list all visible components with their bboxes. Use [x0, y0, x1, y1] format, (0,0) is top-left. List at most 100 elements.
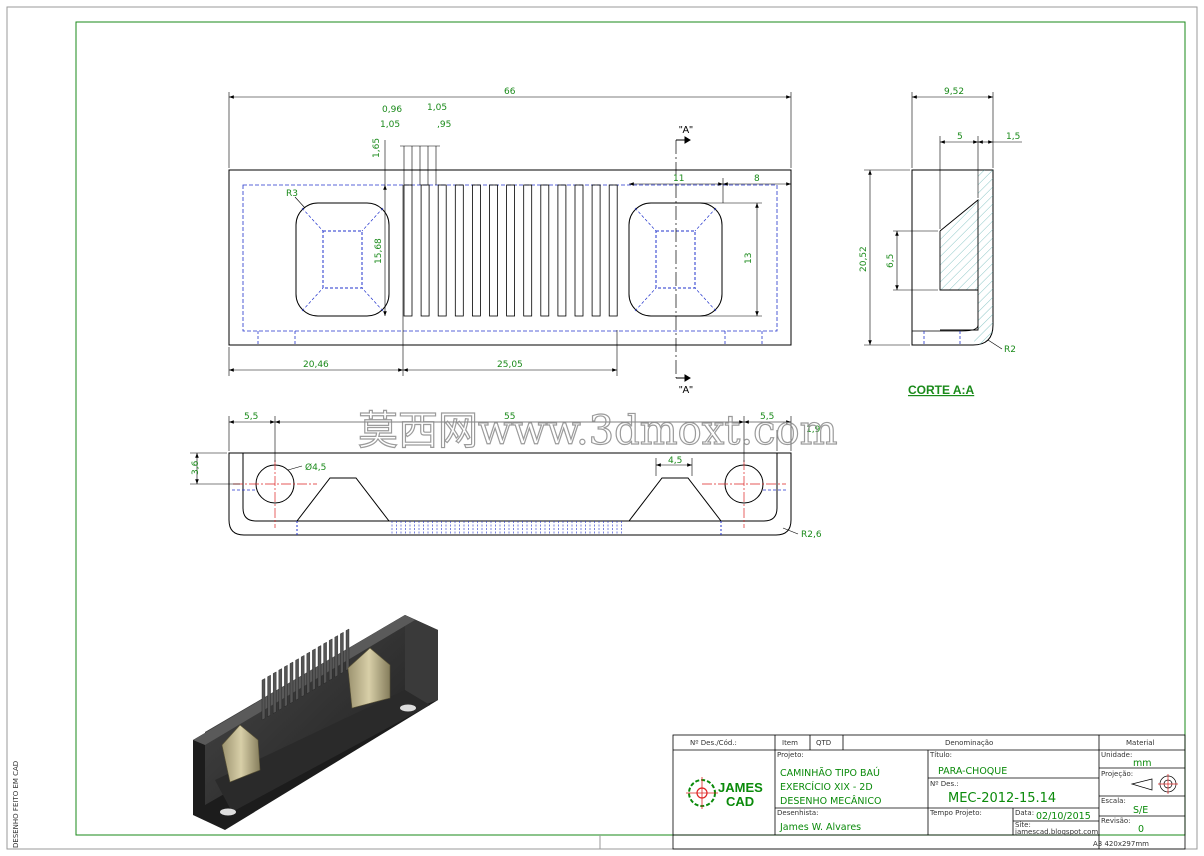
front-view: "A" "A" 66 0,96 1,05 1,05 ,95 1,65 [228, 87, 792, 396]
right-pocket-corner-lines [634, 207, 717, 312]
tb-site: jamescad.blogspot.com [1014, 828, 1098, 836]
dim-slot-width-b: 1,05 [427, 103, 447, 113]
rib-slot [403, 184, 413, 317]
inner-frame [75, 21, 1186, 836]
top-dimensions [190, 416, 799, 535]
tb-site-label: Site: [1015, 821, 1031, 829]
model-rib [323, 641, 327, 685]
model-rib [306, 651, 310, 694]
model-ribs [261, 628, 350, 721]
tb-revisao: 0 [1138, 824, 1144, 835]
dim-overall-length: 66 [504, 87, 516, 97]
model-rib [340, 631, 344, 675]
top-view: 5,5 55 5,5 1,9 3,6 Ø4,5 4,5 R2,6 [190, 412, 822, 540]
section-arrow-bottom [676, 374, 691, 382]
model-rib [289, 661, 294, 704]
right-pocket-core [655, 230, 696, 289]
james-cad-logo: JAMES CAD [686, 777, 763, 809]
dim-dist-mid: 25,05 [497, 360, 523, 370]
model-rib [334, 635, 338, 678]
tb-unidade: mm [1133, 758, 1152, 769]
dim-top-wall: 1,9 [806, 425, 821, 435]
model-rib [317, 645, 322, 688]
rib-slot [489, 184, 498, 317]
side-section-view: 9,52 5 1,5 20,52 6,5 R2 CORTE A:A [859, 87, 1022, 397]
left-pocket [295, 202, 390, 317]
model-rib [261, 678, 266, 721]
dim-top-center-length: 55 [504, 412, 515, 422]
dim-slot-gap-b: ,95 [437, 120, 451, 130]
section-label-bottom: "A" [679, 385, 693, 396]
side-hatch-region [940, 170, 993, 345]
model-right-boss [347, 647, 391, 709]
section-title: CORTE A:A [908, 383, 975, 397]
dim-slot-offset: 1,65 [372, 138, 382, 158]
dim-side-depth-b: 1,5 [1006, 132, 1020, 142]
dim-side-width: 9,52 [944, 87, 964, 97]
model-rib [267, 674, 271, 718]
ribs-group [403, 184, 618, 317]
tb-projecao-label: Projeção: [1101, 770, 1133, 778]
rib-slot [608, 184, 618, 317]
tb-num-des-label: Nº Des.: [930, 780, 959, 788]
dim-top-hole: Ø4,5 [305, 462, 326, 473]
rib-slot [506, 184, 516, 317]
dim-top-height: 3,6 [191, 460, 201, 475]
outer-border [6, 6, 1198, 850]
rib-slot [454, 184, 464, 317]
model-rib [278, 668, 282, 711]
tb-escala-label: Escala: [1101, 797, 1126, 805]
rib-slot [420, 184, 430, 317]
model-rib [329, 638, 333, 681]
front-outline [228, 169, 792, 346]
side-dimensions [864, 92, 1022, 350]
dim-dist-left: 20,46 [303, 360, 329, 370]
tb-unidade-label: Unidade: [1101, 751, 1132, 759]
dim-slot-gap-a: 1,05 [380, 120, 400, 130]
tb-paper-size: A3 420x297mm [1093, 840, 1149, 848]
model-left-boss [221, 724, 261, 783]
logo-text-line-1: JAMES [718, 780, 763, 795]
watermark: 莫西网www.3dmoxt.com [358, 408, 838, 454]
tb-num-des: MEC-2012-15.14 [948, 791, 1056, 806]
dim-top-right-offset: 5,5 [760, 412, 774, 422]
tb-tempo-label: Tempo Projeto: [929, 809, 982, 817]
model-floor [215, 690, 430, 812]
section-arrow-top [676, 136, 691, 144]
left-pocket-core [322, 230, 363, 289]
logo-text-line-2: CAD [726, 794, 754, 809]
tb-col-num: Nº Des./Cód.: [690, 739, 737, 747]
tb-projeto-line-3: DESENHO MECÂNICO [780, 795, 881, 807]
tb-col-material: Material [1126, 739, 1154, 747]
rib-slot [574, 184, 584, 317]
tb-projeto-line-1: CAMINHÃO TIPO BAÚ [780, 767, 880, 779]
dim-top-boss-width: 4,5 [668, 456, 682, 466]
tb-data: 02/10/2015 [1036, 811, 1091, 822]
tb-col-denominacao: Denominação [945, 739, 993, 747]
tb-titulo: PARA-CHOQUE [938, 766, 1007, 777]
dim-side-radius: R2 [1004, 345, 1016, 355]
tb-col-item: Item [782, 739, 798, 747]
top-right-boss [628, 477, 722, 522]
side-note: DESENHO FEITO EM CAD [12, 761, 20, 848]
rib-slot [540, 184, 550, 317]
rib-slot [523, 184, 533, 317]
model-rib [301, 655, 305, 698]
tb-desenhista: James W. Alvares [779, 822, 861, 833]
dim-slot-height: 15,68 [374, 238, 384, 264]
model-rib [284, 664, 288, 708]
dim-radius: R3 [286, 189, 298, 199]
dim-slot-width-a: 0,96 [382, 105, 402, 115]
tb-projeto-line-2: EXERCÍCIO XIX - 2D [780, 781, 873, 793]
model-rib [312, 648, 316, 691]
top-left-boss [296, 477, 390, 522]
rib-slot [557, 184, 567, 317]
dim-pocket-edge: 8 [754, 174, 760, 184]
model-right-hole [400, 704, 416, 712]
side-fillet [912, 324, 979, 332]
model-left-hole [220, 808, 236, 816]
dim-top-radius: R2,6 [801, 530, 822, 540]
tb-titulo-label: Título: [929, 751, 952, 759]
tb-data-label: Data: [1015, 809, 1034, 817]
